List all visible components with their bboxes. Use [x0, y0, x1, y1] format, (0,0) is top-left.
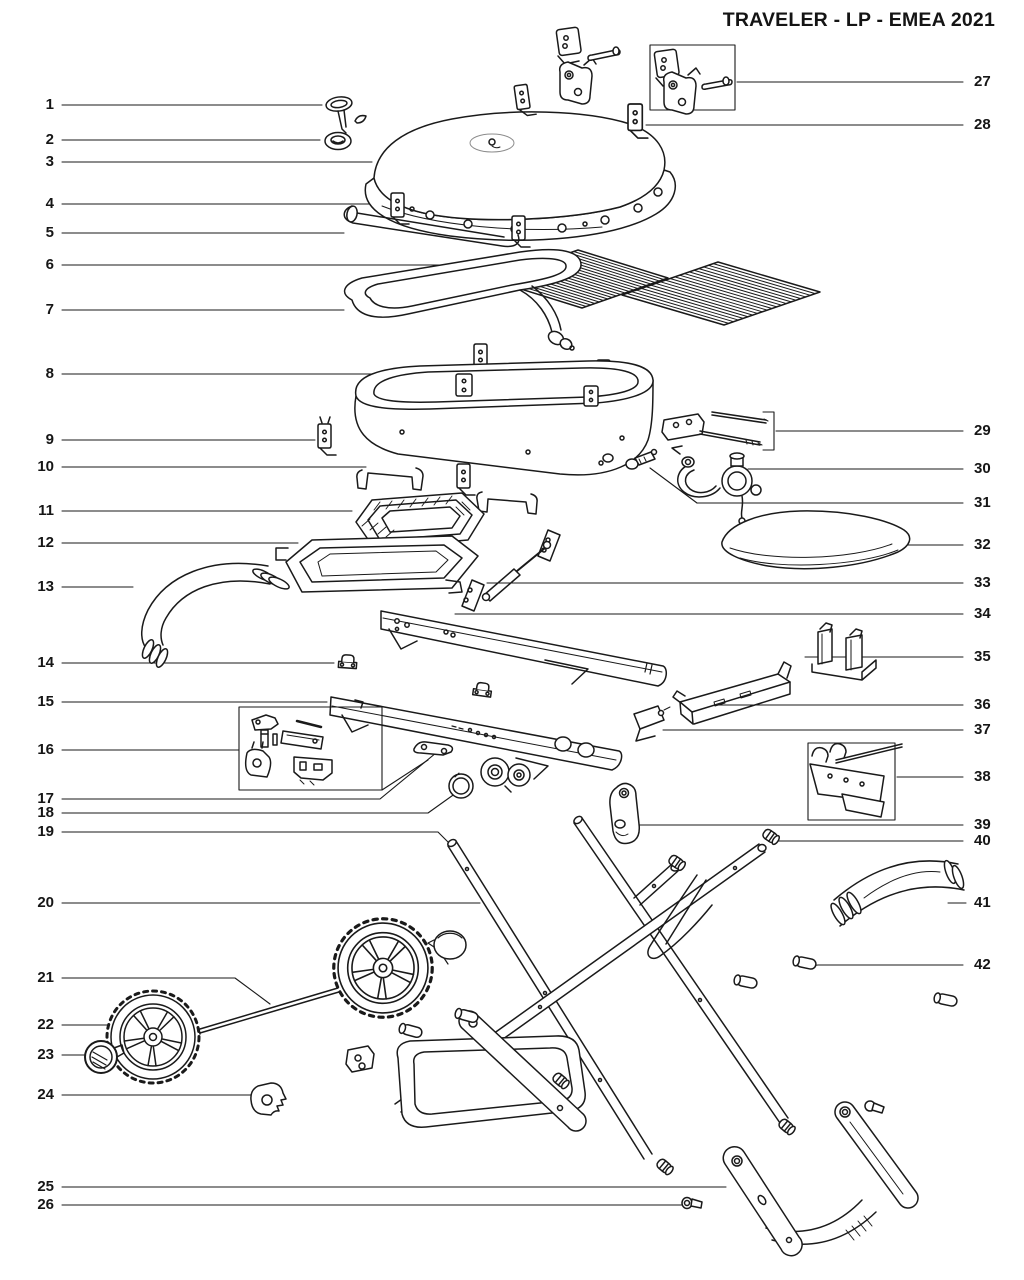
axle-bracket-drawing [250, 1082, 287, 1116]
callout-23: 23 [37, 1046, 54, 1063]
control-panel-beam-drawing [329, 696, 623, 780]
axle-drawing [198, 984, 350, 1035]
tank-rail-drawing [672, 661, 792, 725]
manifold-assembly-drawing [661, 411, 769, 446]
callout-7: 7 [45, 301, 54, 318]
callout-9: 9 [45, 431, 54, 448]
leg-lock-drawing [609, 782, 641, 845]
callout-19: 19 [37, 823, 54, 840]
callout-40: 40 [974, 832, 991, 849]
callout-8: 8 [45, 365, 54, 382]
callout-39: 39 [974, 816, 991, 833]
hinge-kit-drawing [555, 26, 733, 115]
drip-tray-drawing [275, 535, 479, 594]
callout-37: 37 [974, 721, 991, 738]
gas-strut-drawing [461, 529, 561, 612]
cookbox-drawing [354, 360, 654, 476]
callout-30: 30 [974, 460, 991, 477]
cart-legs-drawing [345, 815, 789, 1160]
callout-33: 33 [974, 574, 991, 591]
leg-caps-drawing [550, 827, 798, 1177]
latch-kit-drawing [809, 742, 903, 818]
igniter-kit-drawing [244, 714, 333, 786]
callout-41: 41 [974, 894, 991, 911]
callout-14: 14 [37, 654, 54, 671]
knob-bezel-drawing [448, 772, 474, 799]
callout-11: 11 [38, 502, 54, 519]
lid-hardware-drawing [324, 96, 367, 151]
callout-25: 25 [37, 1178, 54, 1195]
callout-21: 21 [37, 969, 54, 986]
callout-34: 34 [974, 605, 991, 622]
callout-5: 5 [45, 224, 54, 241]
callout-20: 20 [37, 894, 54, 911]
callout-31: 31 [974, 494, 991, 511]
spacer-tubes-drawing [732, 954, 959, 1008]
callout-32: 32 [974, 536, 991, 553]
callout-10: 10 [37, 458, 54, 475]
callout-1: 1 [45, 96, 54, 113]
diagram-title: TRAVELER - LP - EMEA 2021 [722, 9, 995, 31]
wheel-drawing [105, 917, 434, 1085]
cooking-grates-drawing [491, 249, 821, 326]
callout-24: 24 [37, 1086, 54, 1103]
mounting-clips-drawing [317, 416, 538, 515]
regulator-drawing [671, 445, 762, 525]
callout-4: 4 [45, 195, 54, 212]
control-linkage-drawing [413, 741, 454, 756]
callout-17: 17 [37, 790, 54, 807]
callout-36: 36 [974, 696, 991, 713]
callout-42: 42 [974, 956, 991, 973]
side-table-drawing [721, 510, 911, 570]
callout-2: 2 [45, 131, 54, 148]
hubcap-drawing [84, 1040, 125, 1074]
upper-frame-beam-drawing [337, 610, 668, 698]
electrode-drawing [625, 448, 658, 470]
callout-6: 6 [45, 256, 54, 273]
callout-27: 27 [974, 73, 991, 90]
catch-bracket-drawing [633, 705, 671, 742]
callout-16: 16 [37, 741, 54, 758]
callout-35: 35 [974, 648, 991, 665]
callout-18: 18 [37, 804, 54, 821]
carry-handle-drawing [141, 562, 290, 668]
callout-22: 22 [37, 1016, 54, 1033]
tank-bracket-drawing [811, 622, 877, 681]
callout-38: 38 [974, 768, 991, 785]
callout-3: 3 [45, 153, 54, 170]
lid-handle-drawing [343, 205, 520, 248]
valve-housing-drawing [480, 757, 531, 793]
callout-group-boxes [238, 44, 896, 821]
callout-28: 28 [974, 116, 991, 133]
callout-29: 29 [974, 422, 991, 439]
callout-26: 26 [37, 1196, 54, 1213]
callout-12: 12 [37, 534, 54, 551]
callout-13: 13 [37, 578, 54, 595]
leader-lines [61, 81, 967, 1206]
burner-tube-drawing [343, 248, 616, 392]
callout-15: 15 [37, 693, 54, 710]
side-handle-drawing [830, 859, 965, 927]
foot-assembly-drawing [681, 1100, 919, 1257]
